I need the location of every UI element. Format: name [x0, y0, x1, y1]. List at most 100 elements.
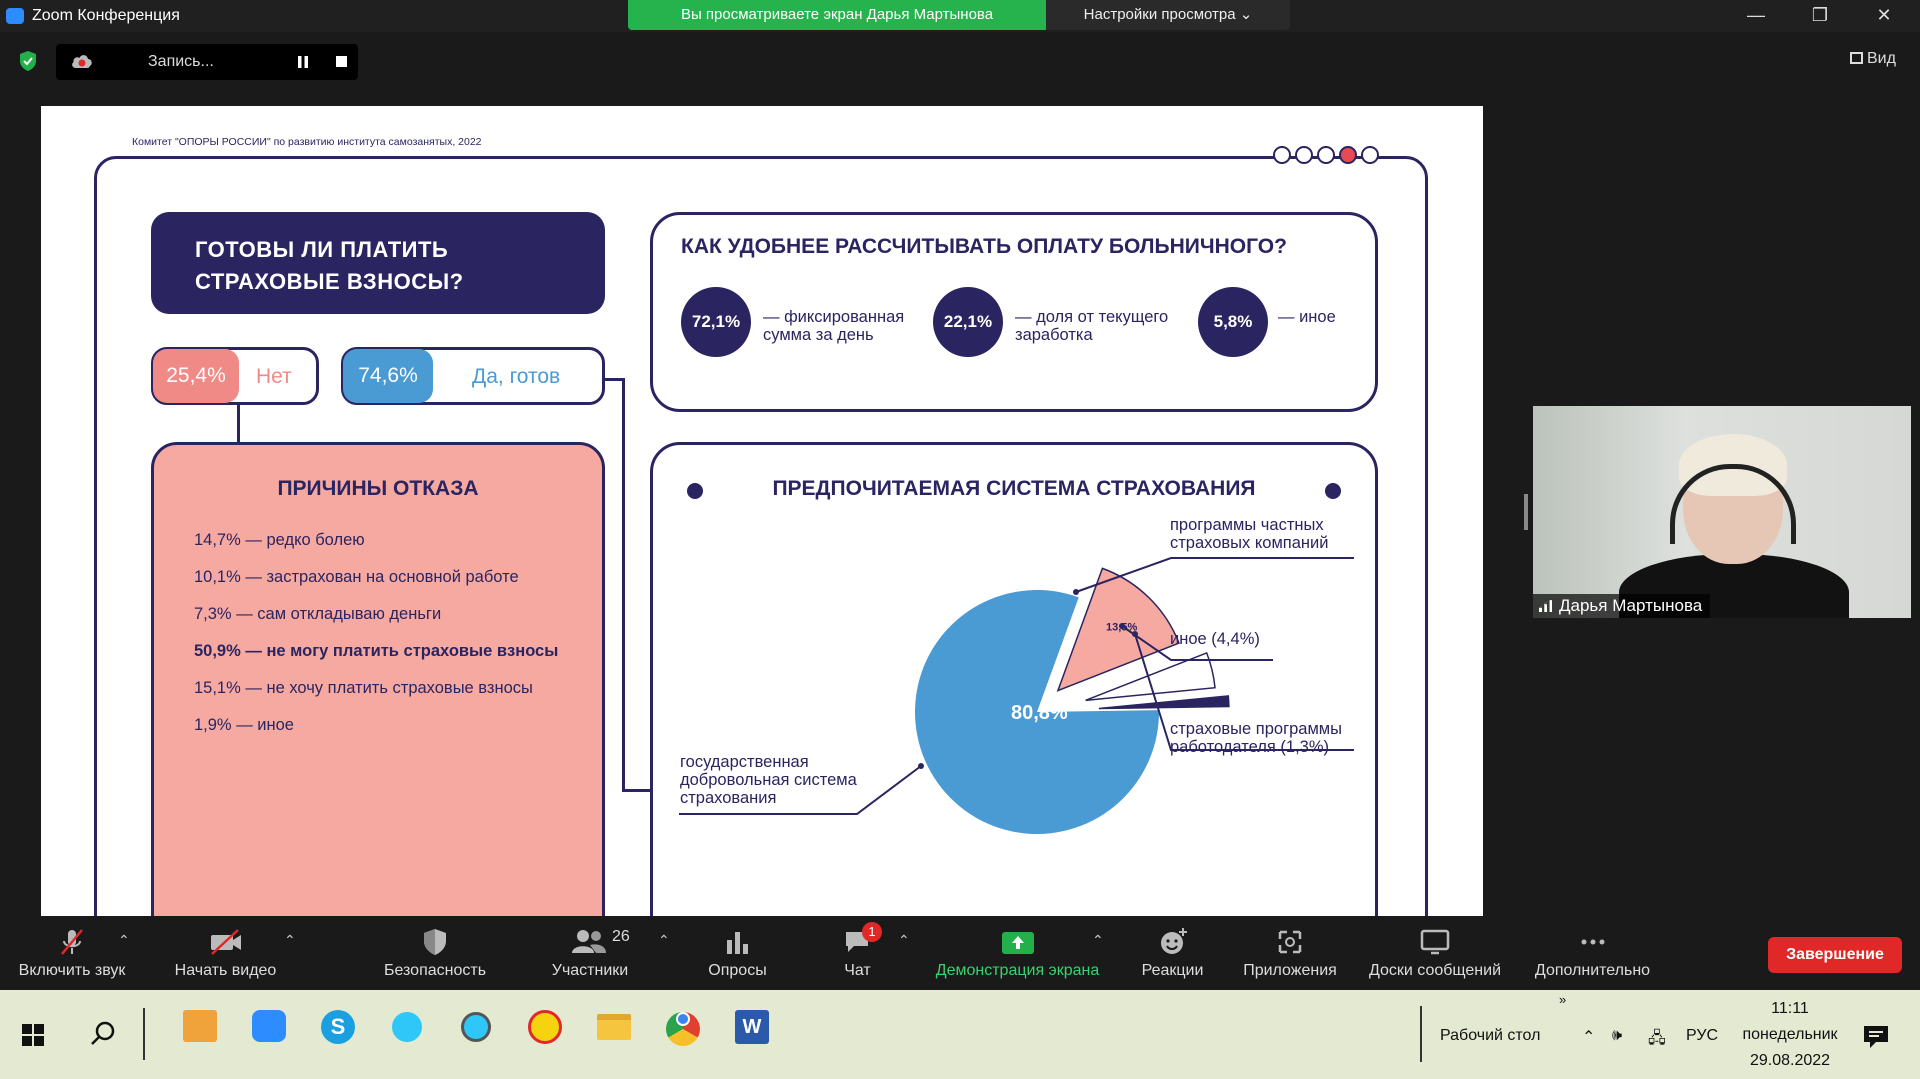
taskbar-separator [143, 1008, 146, 1060]
start-video-label: Начать видео [174, 962, 277, 979]
pie-slice [1056, 567, 1180, 692]
polls-label: Опросы [708, 962, 767, 979]
share-screen-icon [1001, 932, 1034, 954]
clock-day: понедельник [1742, 1026, 1838, 1043]
skype-icon[interactable]: S [313, 1002, 363, 1052]
answer-yes-value: 74,6% [343, 349, 433, 403]
chat-button[interactable]: Чат [810, 916, 905, 990]
participant-name: Дарья Мартынова [1559, 596, 1703, 615]
leader-private [1075, 557, 1354, 593]
sick-pay-card: КАК УДОБНЕЕ РАССЧИТЫВАТЬ ОПЛАТУ БОЛЬНИЧН… [650, 212, 1378, 412]
chrome-icon[interactable] [658, 1002, 708, 1052]
progress-dot [1295, 146, 1313, 164]
share-screen-button[interactable]: Демонстрация экрана [925, 916, 1110, 990]
answer-yes-label: Да, готов [472, 365, 561, 388]
minimize-button[interactable]: — [1747, 5, 1765, 25]
refusal-reasons-card: ПРИЧИНЫ ОТКАЗА 14,7% — редко болею 10,1%… [151, 442, 605, 916]
progress-dot [1361, 146, 1379, 164]
outlook-icon[interactable] [175, 1002, 225, 1052]
tray-chevron-icon[interactable]: ⌃ [1582, 1029, 1596, 1046]
question-text: ГОТОВЫ ЛИ ПЛАТИТЬ СТРАХОВЫЕ ВЗНОСЫ? [195, 237, 464, 294]
participants-count: 26 [612, 928, 630, 945]
connector-line [622, 789, 652, 792]
answer-no: 25,4% Нет [151, 347, 319, 405]
pie-value-label: 80,8% [1011, 702, 1068, 724]
toolbar-expand-chevron[interactable]: » [1559, 992, 1567, 1007]
sick-pay-text: — фиксированная сумма за день [763, 308, 905, 344]
whiteboard-icon [1420, 929, 1450, 955]
view-label: Вид [1867, 50, 1896, 67]
more-label: Дополнительно [1534, 962, 1651, 979]
whiteboards-button[interactable]: Доски сообщений [1360, 916, 1510, 990]
more-button[interactable]: Дополнительно [1525, 916, 1660, 990]
maximize-button[interactable]: ❐ [1811, 5, 1829, 25]
pause-recording-icon[interactable] [296, 55, 310, 69]
start-video-button[interactable]: Начать видео [168, 916, 283, 990]
bitrix24-icon[interactable] [382, 1002, 432, 1052]
end-meeting-button[interactable]: Завершение [1768, 937, 1902, 973]
window-title: Zoom Конференция [32, 7, 180, 24]
grid-icon [1850, 52, 1863, 64]
insurance-pie-chart: 80,8%13,5% [679, 557, 1354, 834]
leader-dot [918, 763, 924, 769]
share-screen-label: Демонстрация экрана [935, 962, 1100, 979]
zoom-app-icon[interactable] [244, 1002, 294, 1052]
connector-line [605, 378, 625, 381]
participants-button[interactable]: Участники [540, 916, 640, 990]
leader-dot [1073, 589, 1079, 595]
pie-slice [914, 590, 1159, 834]
clock-time: 11:11 [1771, 1000, 1809, 1017]
shield-icon [424, 929, 446, 955]
close-button[interactable]: ✕ [1876, 5, 1892, 25]
desktop-toolbar-label[interactable]: Рабочий стол [1440, 1027, 1541, 1044]
search-icon[interactable] [78, 1010, 128, 1060]
reason-item: 14,7% — редко болею [194, 531, 365, 549]
1c-icon[interactable] [520, 1002, 570, 1052]
apps-button[interactable]: Приложения [1235, 916, 1345, 990]
reason-item: 10,1% — застрахован на основной работе [194, 568, 519, 586]
participants-options-caret[interactable]: ⌃ [658, 932, 670, 948]
language-indicator[interactable]: РУС [1686, 1027, 1719, 1044]
participant-name-tag: Дарья Мартынова [1533, 594, 1711, 618]
answer-no-value: 25,4% [153, 349, 239, 403]
connector-line [622, 378, 625, 792]
security-button[interactable]: Безопасность [380, 916, 490, 990]
progress-dot-active [1339, 146, 1357, 164]
network-icon[interactable]: 🖧 [1648, 1030, 1666, 1047]
sick-pay-value: 22,1% [933, 287, 1003, 357]
stop-recording-icon[interactable] [336, 56, 347, 67]
leader-employer [1134, 633, 1354, 751]
reactions-button[interactable]: Реакции [1125, 916, 1220, 990]
leader-state [679, 765, 922, 815]
insurance-title: ПРЕДПОЧИТАЕМАЯ СИСТЕМА СТРАХОВАНИЯ [772, 477, 1256, 500]
leader-dot [1132, 631, 1138, 637]
title-bullet [687, 483, 703, 499]
chat-options-caret[interactable]: ⌃ [898, 932, 910, 948]
reason-item: 50,9% — не могу платить страховые взносы [194, 642, 559, 660]
sick-pay-text: — доля от текущего заработка [1015, 308, 1169, 344]
view-button[interactable]: Вид [1850, 50, 1896, 68]
volume-icon[interactable]: 🕪 [1612, 1027, 1623, 1044]
view-options-button[interactable]: Настройки просмотра ⌄ [1046, 0, 1290, 30]
connector-line [237, 405, 240, 443]
answer-no-label: Нет [256, 365, 292, 388]
video-panel-resize-handle[interactable] [1524, 494, 1528, 530]
clock[interactable]: 11:11 понедельник 29.08.2022 [1735, 996, 1845, 1074]
file-explorer-icon[interactable] [589, 1002, 639, 1052]
participant-video[interactable]: Дарья Мартынова [1533, 406, 1911, 618]
unmute-button[interactable]: Включить звук [12, 916, 132, 990]
bitrix-messenger-icon[interactable] [451, 1002, 501, 1052]
notifications-icon[interactable] [1862, 1024, 1890, 1050]
pie-slice [1098, 695, 1230, 710]
bar-chart-icon [726, 932, 748, 954]
answer-yes: 74,6% Да, готов [341, 347, 605, 405]
windows-start-icon[interactable] [8, 1010, 58, 1060]
word-icon[interactable]: W [727, 1002, 777, 1052]
video-options-caret[interactable]: ⌃ [284, 932, 296, 948]
title-bullet [1325, 483, 1341, 499]
polls-button[interactable]: Опросы [690, 916, 785, 990]
audio-options-caret[interactable]: ⌃ [118, 932, 130, 948]
reactions-label: Реакции [1141, 962, 1204, 979]
security-shield-icon[interactable] [18, 50, 38, 72]
share-options-caret[interactable]: ⌃ [1092, 932, 1104, 948]
